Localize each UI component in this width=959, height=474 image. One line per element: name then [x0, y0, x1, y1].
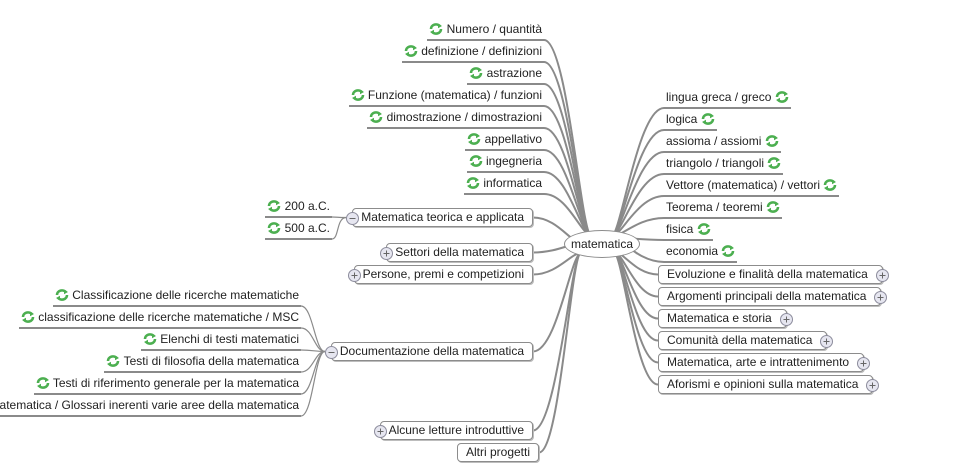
connector-line — [331, 216, 347, 240]
expand-icon[interactable] — [347, 269, 361, 282]
connector-line — [538, 252, 582, 454]
sync-icon — [369, 111, 383, 123]
left-leaf-appellativo[interactable]: appellativo — [465, 132, 544, 151]
topic-evoluzione[interactable]: Evoluzione e finalità della matematica — [658, 265, 889, 284]
sync-icon — [351, 89, 365, 101]
connector-line — [300, 327, 326, 353]
right-leaf-economia[interactable]: economia — [664, 244, 738, 263]
sync-icon — [267, 200, 281, 212]
topic-matematica-teorica[interactable]: Matematica teorica e applicata — [346, 208, 533, 227]
sync-icon — [267, 222, 281, 234]
sync-icon — [701, 113, 715, 125]
doc-leaf[interactable]: Testi di filosofia della matematica — [104, 354, 301, 373]
sync-icon — [55, 289, 69, 301]
doc-leaf[interactable]: Testi di riferimento generale per la mat… — [33, 376, 301, 395]
topic-persone[interactable]: Persone, premi e competizioni — [347, 265, 533, 284]
sync-icon — [36, 377, 50, 389]
right-leaf-vettore[interactable]: Vettore (matematica) / vettori — [664, 178, 840, 197]
expand-icon[interactable] — [857, 357, 871, 370]
connector-line — [300, 305, 326, 353]
leaf-500-ac[interactable]: 500 a.C. — [265, 221, 332, 240]
topic-storia[interactable]: Matematica e storia — [658, 309, 793, 328]
topic-argomenti[interactable]: Argomenti principali della matematica — [658, 287, 888, 306]
doc-leaf[interactable]: Elenchi di testi matematici — [140, 332, 301, 351]
collapse-icon[interactable] — [346, 212, 360, 225]
right-leaf-triangolo[interactable]: triangolo / triangoli — [664, 156, 784, 175]
sync-icon — [469, 155, 483, 167]
central-topic-label: matematica — [570, 237, 634, 251]
sync-icon — [466, 177, 480, 189]
sync-icon — [766, 201, 780, 213]
sync-icon — [106, 355, 120, 367]
connector-line — [610, 129, 665, 238]
expand-icon[interactable] — [866, 379, 880, 392]
left-leaf-definizione[interactable]: definizione / definizioni — [401, 44, 544, 63]
doc-leaf[interactable]: classificazione delle ricerche matematic… — [18, 310, 301, 329]
sync-icon — [767, 157, 781, 169]
expand-icon[interactable] — [779, 313, 793, 326]
right-leaf-assioma[interactable]: assioma / assiomi — [664, 134, 781, 153]
left-leaf-informatica[interactable]: informatica — [463, 176, 544, 195]
right-leaf-fisica[interactable]: fisica — [664, 222, 713, 241]
sync-icon — [21, 311, 35, 323]
doc-leaf[interactable]: Classificazione delle ricerche matematic… — [52, 288, 301, 307]
right-leaf-teorema[interactable]: Teorema / teoremi — [664, 200, 783, 219]
left-leaf-dimostrazione[interactable]: dimostrazione / dimostrazioni — [367, 110, 544, 129]
connector-line — [300, 350, 326, 417]
right-leaf-logica[interactable]: logica — [664, 112, 717, 131]
right-leaf-lingua-greca[interactable]: lingua greca / greco — [664, 90, 791, 109]
sync-icon — [721, 245, 735, 257]
leaf-200-ac[interactable]: 200 a.C. — [265, 199, 332, 218]
connector-line — [610, 173, 665, 238]
topic-letture[interactable]: Alcune letture introduttive — [373, 421, 533, 440]
sync-icon — [143, 333, 157, 345]
expand-icon[interactable] — [874, 291, 888, 304]
left-leaf-astrazione[interactable]: astrazione — [467, 66, 544, 85]
topic-comunita[interactable]: Comunità della matematica — [658, 331, 834, 350]
sync-icon — [823, 179, 837, 191]
topic-settori[interactable]: Settori della matematica — [380, 243, 533, 262]
doc-leaf[interactable]: matematica / Glossari inerenti varie are… — [0, 398, 301, 417]
expand-icon[interactable] — [373, 425, 387, 438]
expand-icon[interactable] — [820, 335, 834, 348]
left-leaf-ingegneria[interactable]: ingegneria — [466, 154, 544, 173]
topic-arte[interactable]: Matematica, arte e intrattenimento — [658, 353, 871, 372]
expand-icon[interactable] — [380, 247, 394, 260]
left-leaf-funzione[interactable]: Funzione (matematica) / funzioni — [348, 88, 544, 107]
sync-icon — [469, 67, 483, 79]
central-topic[interactable]: matematica — [564, 230, 640, 258]
sync-icon — [467, 133, 481, 145]
sync-icon — [429, 23, 443, 35]
sync-icon — [404, 45, 418, 57]
connector-line — [612, 250, 659, 386]
left-leaf-numero[interactable]: Numero / quantità — [427, 22, 544, 41]
sync-icon — [775, 91, 789, 103]
sync-icon — [765, 135, 779, 147]
topic-altri-progetti[interactable]: Altri progetti — [456, 443, 539, 462]
expand-icon[interactable] — [875, 269, 889, 282]
topic-documentazione[interactable]: Documentazione della matematica — [324, 342, 533, 361]
sync-icon — [697, 223, 711, 235]
collapse-icon[interactable] — [324, 346, 338, 359]
topic-aforismi[interactable]: Aforismi e opinioni sulla matematica — [658, 375, 880, 394]
